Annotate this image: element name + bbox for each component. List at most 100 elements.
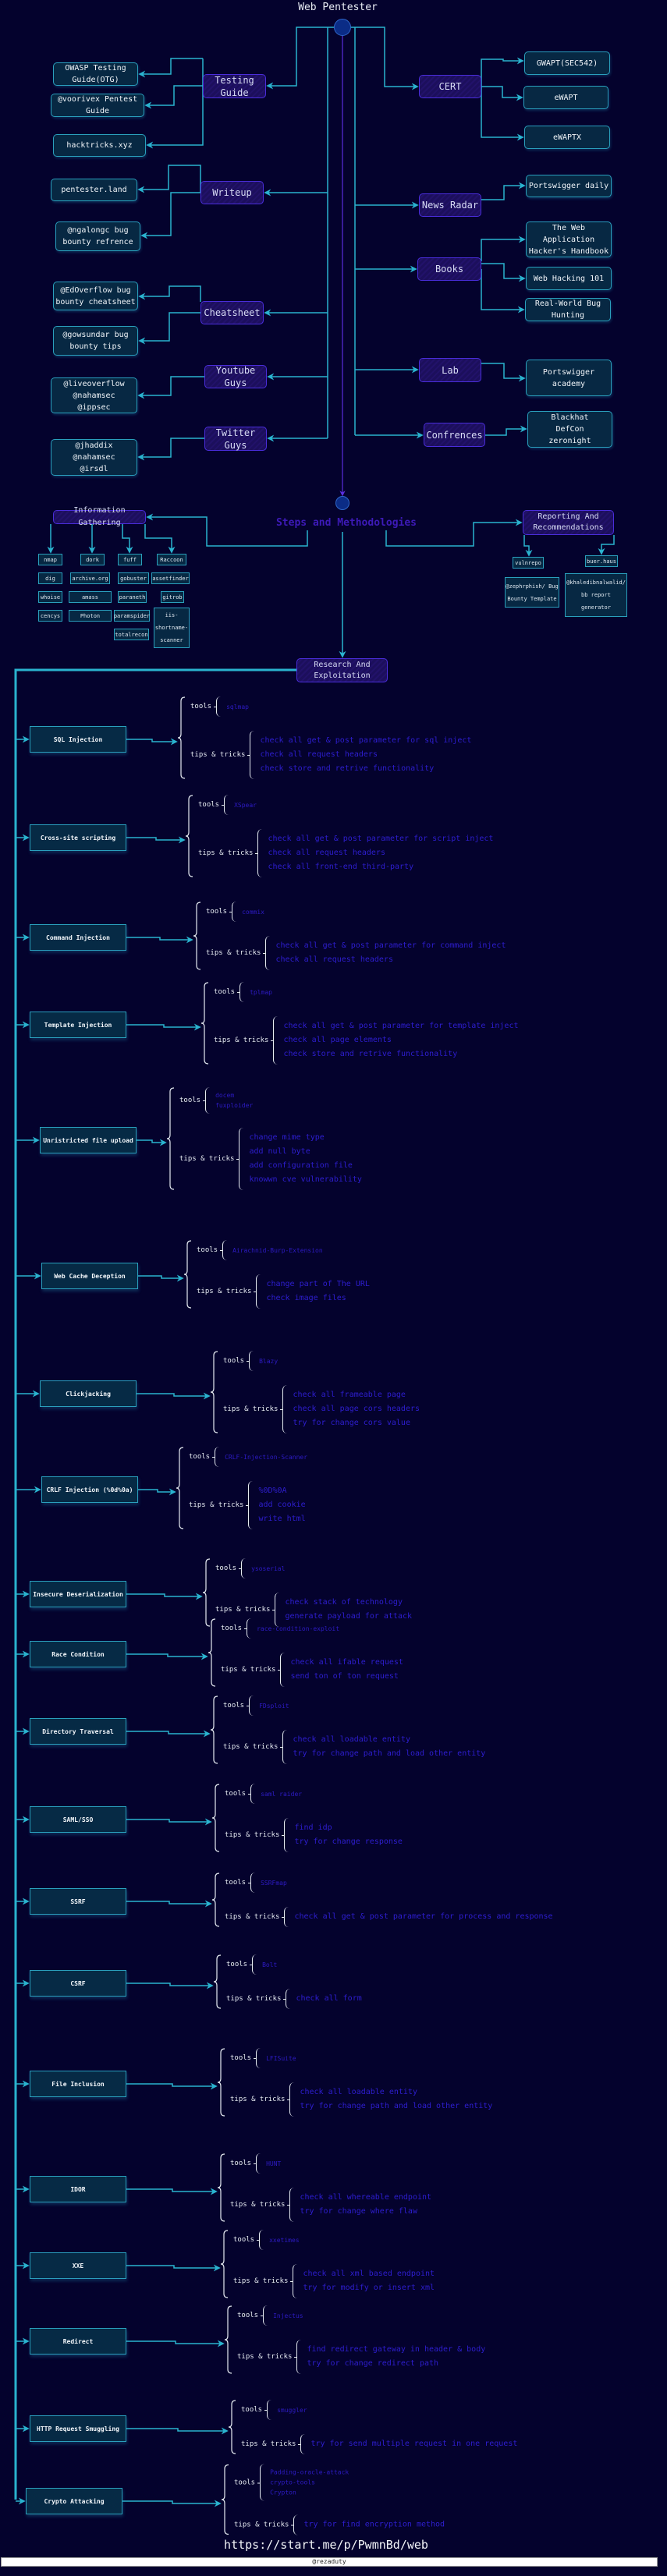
tool-item[interactable]: Bolt [262,1961,278,1968]
vuln-box[interactable]: SSRF [30,1888,126,1915]
vuln-box[interactable]: Insecure Deserialization [30,1581,126,1607]
tool-nmap[interactable]: nmap [38,554,62,565]
tool-bb-report-generator[interactable]: @khaledibnalwalid/ bb report generator [565,573,627,617]
category-testing-guide[interactable]: Testing Guide [203,74,266,98]
tool-amass[interactable]: amass [69,591,112,603]
tools-label: tools [233,2236,255,2244]
tool-item[interactable]: LFISuite [266,2054,296,2062]
tool-bug-bounty-template[interactable]: @zephrphish/ Bug Bounty Template [505,577,559,608]
vuln-box[interactable]: File Inclusion [30,2071,126,2097]
tool-fuff[interactable]: fuff [118,554,142,565]
tool-item[interactable]: saml raider [261,1790,303,1798]
category-writeup[interactable]: Writeup [200,181,264,204]
resource-voorivex-guide[interactable]: @voorivex Pentest Guide [51,94,144,117]
tool-item[interactable]: ysoserial [251,1564,286,1572]
tool-item[interactable]: Blazy [259,1357,279,1365]
tool-item[interactable]: Airachnid-Burp-Extension [232,1246,323,1254]
vuln-box[interactable]: SAML/SSO [30,1806,126,1833]
tool-photon[interactable]: Photon [69,610,112,622]
tool-vulnrepo[interactable]: vulnrepo [513,557,544,569]
vuln-box[interactable]: Unristricted file upload [40,1127,137,1153]
source-url[interactable]: https://start.me/p/PwmnBd/web [224,2538,428,2552]
vuln-box[interactable]: IDOR [30,2176,126,2202]
tool-item[interactable]: CRLF-Injection-Scanner [225,1453,308,1461]
big-brace-icon [228,2400,236,2457]
vuln-box[interactable]: Web Cache Deception [41,1263,138,1289]
resource-conferences[interactable]: Blackhat DefCon zeronight [527,411,612,448]
resource-real-world-bug-hunting[interactable]: Real-World Bug Hunting [525,298,611,321]
vuln-box[interactable]: XXE [30,2252,126,2279]
resource-edoverflow[interactable]: @EdOverflow bug bounty cheatsheet [53,282,138,310]
category-books[interactable]: Books [417,257,481,281]
tool-item[interactable]: XSpear [234,801,257,809]
tool-gobuster[interactable]: gobuster [118,572,149,584]
tool-dork[interactable]: dork [80,554,105,565]
vuln-box[interactable]: Template Injection [30,1012,126,1038]
tool-item[interactable]: crypto-tools [270,2479,315,2486]
vuln-box[interactable]: Directory Traversal [30,1718,126,1745]
resource-ewapt[interactable]: eWAPT [523,86,608,109]
tools-row: tools xxetimes [233,2230,435,2250]
vuln-box[interactable]: Command Injection [30,924,126,951]
resource-portswigger-academy[interactable]: Portswigger academy [526,360,612,396]
tool-item[interactable]: Crypton [270,2489,296,2496]
category-cheatsheet[interactable]: Cheatsheet [200,301,264,324]
research-and-exploitation[interactable]: Research And Exploitation [296,658,388,682]
tool-whoise[interactable]: whoise [38,591,62,603]
category-lab[interactable]: Lab [419,358,481,382]
vuln-box[interactable]: Cross-site scripting [30,824,126,851]
vuln-box[interactable]: Redirect [30,2328,126,2355]
information-gathering[interactable]: Information Gathering [53,506,146,527]
category-confrences[interactable]: Confrences [424,423,485,447]
category-news-radar[interactable]: News Radar [419,193,481,217]
tool-item[interactable]: tplmap [250,988,272,996]
tool-archive-org[interactable]: archive.org [70,572,110,584]
resource-youtube-guys[interactable]: @liveoverflow @nahamsec @ippsec [51,377,137,413]
resource-gowsundar[interactable]: @gowsundar bug bounty tips [53,326,138,356]
resource-ngalongc[interactable]: @ngalongc bug bounty refrence [55,221,140,251]
tool-buer-haus[interactable]: buer.haus [585,555,618,567]
tool-item[interactable]: FDsploit [259,1702,289,1710]
tool-paramspider[interactable]: paramspider [114,610,150,622]
vuln-box[interactable]: CSRF [30,1970,126,1997]
vuln-box[interactable]: Crypto Attacking [26,2488,122,2514]
tool-item[interactable]: commix [242,908,264,916]
tool-item[interactable]: fuxploider [215,1102,254,1109]
vuln-box[interactable]: SQL Injection [30,726,126,753]
tool-item[interactable]: SSRFmap [261,1879,287,1887]
vuln-box[interactable]: HTTP Request Smuggling [30,2415,126,2442]
vuln-box[interactable]: CRLF Injection (%0d%0a) [41,1476,138,1503]
resource-wahh[interactable]: The Web Application Hacker's Handbook [526,221,612,257]
category-cert[interactable]: CERT [419,75,481,98]
tool-paraneth[interactable]: paraneth [118,591,147,603]
tool-dig[interactable]: dig [38,572,62,584]
tool-item[interactable]: Padding-oracle-attack [270,2468,349,2476]
category-youtube[interactable]: Youtube Guys [204,365,267,388]
tool-gitrob[interactable]: gitrob [161,591,184,603]
resource-web-hacking-101[interactable]: Web Hacking 101 [526,267,612,290]
resource-owasp-testing-guide[interactable]: OWASP Testing Guide(OTG) [53,62,138,86]
tool-iis-shortname-scanner[interactable]: iis- shortname- scanner [154,608,190,648]
resource-pentester-land[interactable]: pentester.land [51,179,137,201]
vuln-box[interactable]: Clickjacking [40,1380,137,1407]
vuln-box[interactable]: Race Condition [30,1641,126,1667]
category-twitter[interactable]: Twitter Guys [204,427,267,451]
tool-item[interactable]: smuggler [277,2406,307,2414]
resource-gwapt[interactable]: GWAPT(SEC542) [524,51,610,75]
tool-item[interactable]: xxetimes [269,2236,300,2244]
tool-item[interactable]: race-condition-exploit [257,1625,340,1632]
tool-item[interactable]: docem [215,1092,235,1099]
tool-item[interactable]: HUNT [266,2160,282,2167]
resource-twitter-guys[interactable]: @jhaddix @nahamsec @irsdl [51,439,137,476]
tool-cencys[interactable]: cencys [38,610,62,622]
tool-item[interactable]: Injectus [273,2312,303,2319]
tool-totalrecon[interactable]: totalrecon [114,629,149,640]
tool-raccoon[interactable]: Raccoon [157,554,186,565]
resource-ewaptx[interactable]: eWAPTX [524,126,610,149]
tip-item: check all xml based endpoint [303,2270,435,2278]
resource-hacktricks[interactable]: hacktricks.xyz [53,134,146,157]
resource-portswigger-daily[interactable]: Portswigger daily [526,175,612,197]
reporting-and-recommendations[interactable]: Reporting And Recommendations [523,510,614,535]
tool-assetfinder[interactable]: assetfinder [151,572,190,584]
tool-item[interactable]: sqlmap [226,703,249,710]
